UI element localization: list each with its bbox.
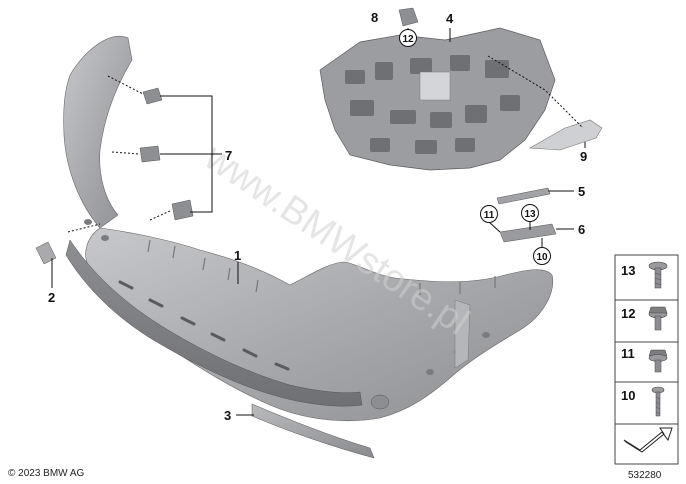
part-2-cap [35, 241, 57, 265]
part-7-brackets [139, 87, 194, 221]
callout-4: 4 [446, 11, 454, 26]
direction-arrow-icon [623, 427, 673, 453]
legend-label-11: 11 [621, 346, 635, 361]
circled-callout-10: 10 [533, 247, 551, 265]
leader-lines [51, 28, 586, 416]
circled-callout-13: 13 [521, 204, 539, 222]
svg-text:13: 13 [524, 209, 536, 220]
callout-3: 3 [224, 408, 231, 423]
callout-5: 5 [578, 184, 585, 199]
part-6-bracket [499, 223, 557, 243]
part-8-clip [398, 7, 419, 27]
part-9-trim [528, 119, 603, 151]
screw-10-icon [651, 386, 665, 417]
legend-label-12: 12 [621, 306, 635, 321]
callout-6: 6 [578, 222, 585, 237]
bumper-carrier-bracket [319, 27, 556, 171]
front-bumper-cover [63, 36, 554, 422]
part-5-bracket [496, 187, 551, 205]
nut-12-icon [648, 306, 668, 331]
bolt-11-icon [648, 349, 668, 373]
part-3-lower-lip [251, 403, 375, 459]
callout-1: 1 [234, 248, 241, 263]
circled-callout-11: 11 [480, 205, 498, 223]
callout-8: 8 [371, 10, 378, 25]
legend-label-13: 13 [621, 263, 635, 278]
legend-label-10: 10 [621, 388, 635, 403]
svg-text:11: 11 [484, 210, 495, 221]
fastener-legend: 13 12 11 10 [614, 254, 679, 465]
screw-13-icon [648, 261, 668, 289]
svg-text:10: 10 [536, 252, 548, 263]
circled-callout-12: 12 [399, 29, 417, 47]
diagram-number: 532280 [628, 470, 662, 481]
callout-7: 7 [225, 148, 232, 163]
svg-text:12: 12 [402, 34, 414, 45]
callout-9: 9 [580, 149, 587, 164]
copyright-text: © 2023 BMW AG [8, 468, 85, 479]
callout-2: 2 [48, 290, 55, 305]
